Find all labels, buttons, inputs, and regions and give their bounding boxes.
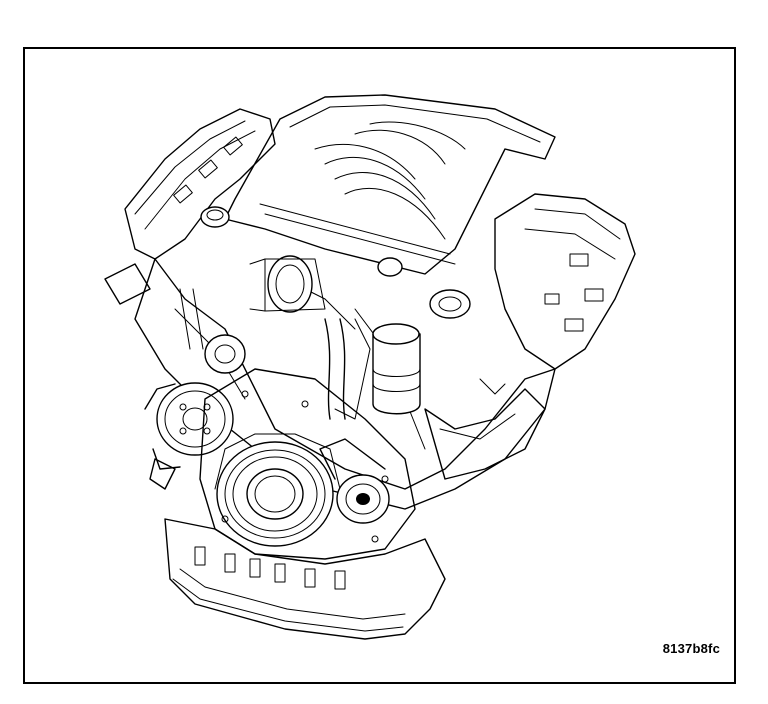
crankshaft-pulley: [214, 433, 341, 547]
right-cylinder-bank: [494, 193, 636, 370]
figure-id-label: 8137b8fc: [662, 641, 720, 656]
exhaust-manifold: [424, 388, 546, 480]
thermostat-housing: [429, 289, 471, 319]
oil-filler-cap: [200, 206, 403, 277]
idler-pulley: [204, 334, 246, 374]
oil-pan: [164, 518, 446, 640]
figure-frame: 8137b8fc: [23, 47, 736, 684]
intake-manifold: [224, 94, 556, 275]
left-cylinder-bank: [124, 108, 276, 260]
oil-filter: [334, 318, 421, 420]
water-pump-pulley: [144, 382, 234, 470]
throttle-body: [249, 255, 326, 313]
hoses-and-brackets: [104, 263, 506, 490]
engine-illustration: [104, 94, 636, 640]
timing-cover: [199, 368, 416, 560]
belt-tensioner: [319, 438, 390, 524]
